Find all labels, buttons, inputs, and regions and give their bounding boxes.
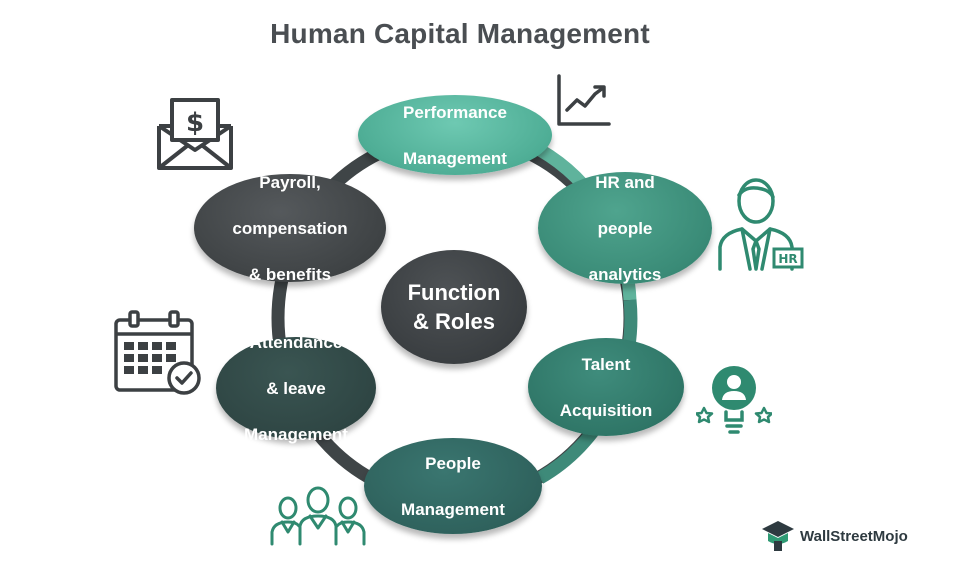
center-function-roles: Function & Roles (381, 250, 527, 364)
node-payroll-compensation: Payroll, compensation & benefits (194, 172, 386, 284)
node-people-line2: Management (401, 499, 505, 519)
node-talent-line2: Acquisition (559, 400, 653, 420)
node-people-line1: People (425, 453, 481, 473)
center-line2: & Roles (413, 309, 495, 334)
node-people-management: People Management (364, 438, 542, 534)
node-hr-analytics: HR and people analytics (538, 172, 712, 284)
node-talent-acquisition: Talent Acquisition (528, 338, 684, 436)
talent-bulb-icon (696, 366, 772, 434)
brand-logo: WallStreetMojo (760, 518, 908, 554)
growth-chart-icon (557, 74, 611, 126)
hr-badge-text: HR (778, 252, 797, 266)
center-line1: Function (407, 280, 501, 305)
diagram-title: Human Capital Management (270, 18, 650, 49)
node-performance-management: Performance Management (358, 95, 552, 175)
node-attendance-line3: Management (244, 424, 348, 444)
node-attendance-leave: Attendance & leave Management (216, 333, 376, 444)
team-icon (270, 486, 366, 546)
node-payroll-line3: & benefits (248, 264, 332, 284)
node-hr-line2: people (597, 218, 653, 238)
node-attendance-line1: Attendance (249, 332, 343, 352)
node-performance-line1: Performance (403, 102, 507, 122)
node-payroll-line2: compensation (232, 218, 348, 238)
node-payroll-line1: Payroll, (259, 172, 321, 192)
brand-mark-icon (762, 521, 794, 551)
node-performance-line2: Management (403, 148, 507, 168)
node-attendance-line2: & leave (266, 378, 326, 398)
node-hr-line3: analytics (588, 264, 662, 284)
node-hr-line1: HR and (595, 172, 655, 192)
money-envelope-icon: $ (157, 98, 233, 170)
brand-name: WallStreetMojo (800, 527, 908, 545)
hr-person-icon: HR (718, 178, 804, 271)
svg-text:$: $ (186, 108, 204, 138)
node-talent-line1: Talent (581, 354, 631, 374)
calendar-check-icon (114, 310, 201, 395)
